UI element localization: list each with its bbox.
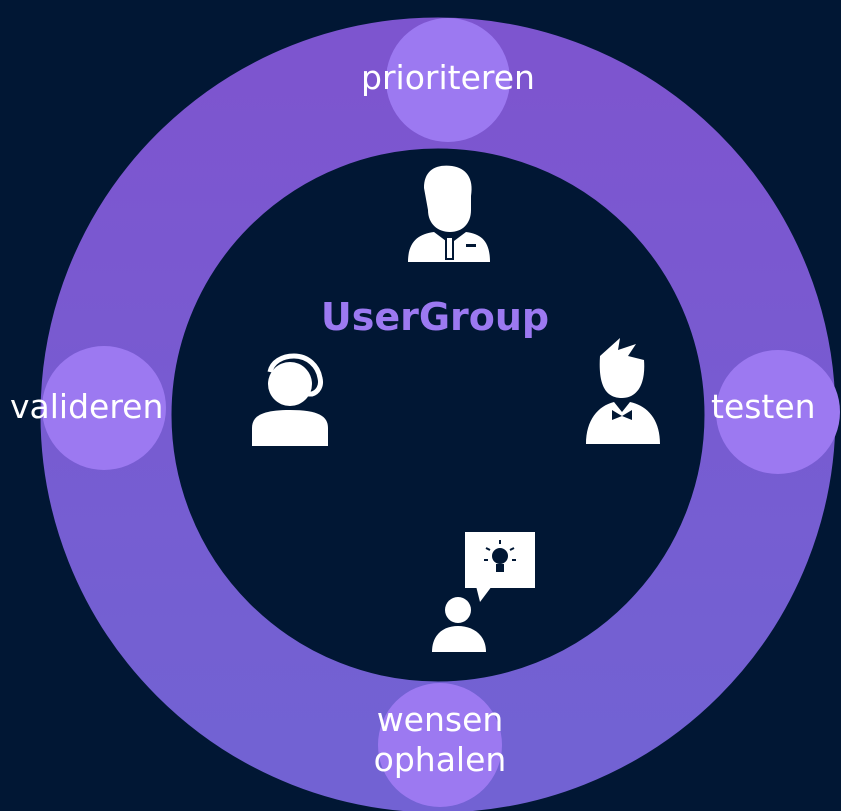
stage-label-line-2: ophalen [373,740,507,779]
person-bowtie-icon [586,338,660,444]
person-idea-bubble-icon [432,532,535,652]
stage-node-top [386,18,510,142]
stage-label-testen: testen [711,387,816,426]
stage-label-line-1: wensen [376,700,504,739]
stage-label-valideren: valideren [10,387,164,426]
stage-label-wensen-ophalen: wensen ophalen [300,700,580,780]
support-headset-icon [252,353,328,446]
stage-node-left [42,346,166,470]
stage-label-prioriteren: prioriteren [361,58,535,97]
stage-node-bottom [378,683,502,807]
business-man-icon [408,165,490,262]
diagram-title: UserGroup [320,295,550,339]
stage-node-right [716,350,840,474]
